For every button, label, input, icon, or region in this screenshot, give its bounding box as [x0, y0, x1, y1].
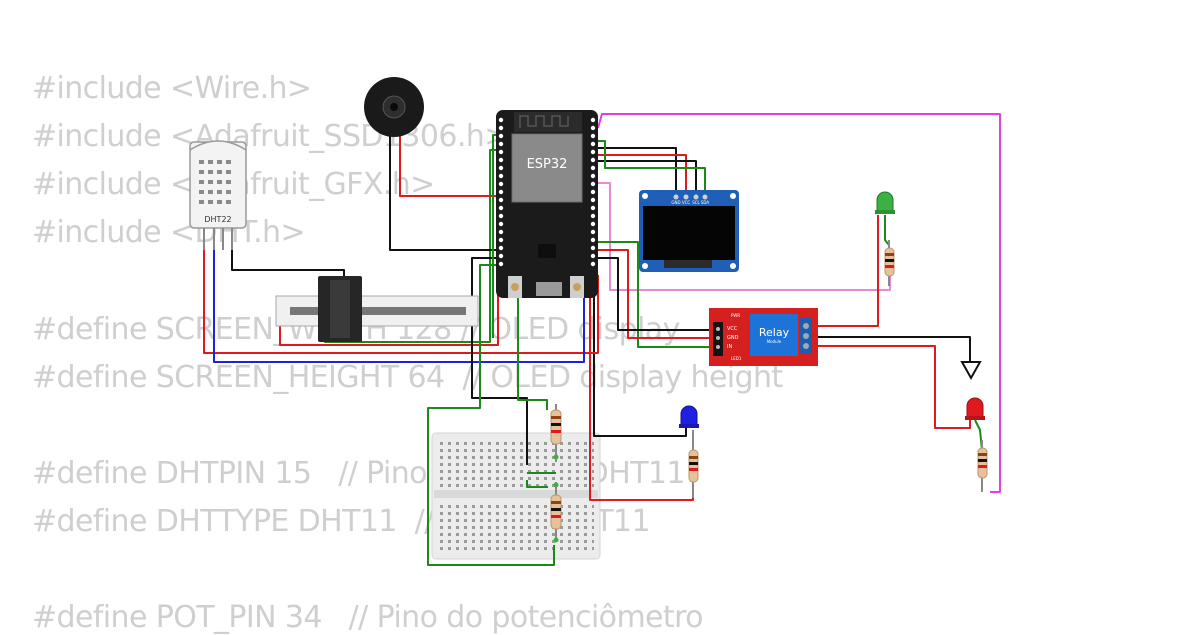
wire-red-led-lead [974, 419, 983, 451]
dht22-pins [203, 228, 233, 250]
wire-bb-black [471, 257, 528, 465]
relay-pin-vcc: VCC [727, 326, 738, 332]
wire-dht-gnd [213, 248, 585, 363]
wire-relay-out-red-led [818, 345, 971, 429]
wire-bb-green-4 [526, 480, 548, 488]
wire-relay-gnd [598, 257, 722, 331]
oled-display[interactable]: GND VCC SCL SDA [639, 190, 739, 272]
resistor-red-led[interactable] [977, 440, 988, 492]
resistor-blue-led[interactable] [688, 430, 699, 498]
wire-oled-vcc [598, 154, 687, 196]
code-line-define-potpin: #define POT_PIN 34 // Pino do potenciôme… [32, 600, 704, 635]
ground-symbol [960, 361, 982, 381]
esp32-right-pins [590, 117, 596, 267]
wire-relay-out-green-led [818, 215, 879, 327]
usb-port [536, 282, 562, 296]
wire-buzzer-gnd [389, 135, 500, 251]
oled-pin-gnd: GND [671, 200, 680, 205]
wire-dht-vcc [203, 248, 599, 354]
wire-blue-led-gnd [593, 255, 687, 437]
relay-block [750, 314, 798, 356]
relay-pin-in: IN [727, 344, 732, 350]
dht22-vent-grid [199, 160, 231, 204]
wire-buzzer-signal [399, 135, 500, 197]
wire-magenta [597, 113, 1001, 493]
oled-screen [643, 206, 735, 260]
oled-pin-sda: SDA [701, 200, 710, 205]
dht22-label: DHT22 [204, 215, 231, 224]
relay-module[interactable]: VCC GND IN PWR LED1 Relay Module [709, 308, 818, 366]
led-red[interactable] [965, 397, 985, 420]
esp32-board[interactable]: ESP32 [496, 110, 598, 298]
resistor-breadboard-bottom[interactable] [550, 482, 562, 543]
wire-bb-green-2 [427, 264, 555, 566]
code-line-define-height: #define SCREEN_HEIGHT 64 // OLED display… [32, 360, 783, 395]
code-line-include-wire: #include <Wire.h> [32, 71, 312, 106]
wire-green-led-lead [884, 215, 890, 246]
wire-relay-vcc [598, 249, 722, 339]
led-green[interactable] [875, 191, 895, 214]
wire-oled-gnd [598, 147, 677, 196]
breadboard[interactable] [431, 432, 601, 560]
esp32-left-pins [498, 117, 504, 267]
led-blue[interactable] [679, 405, 699, 428]
wire-oled-scl [598, 160, 697, 196]
relay-led-label: LED1 [731, 356, 742, 361]
wire-blue-led-signal [589, 267, 694, 501]
oled-pin-headers [673, 194, 708, 200]
resistor-green-led[interactable] [884, 240, 895, 286]
slide-potentiometer[interactable] [275, 276, 479, 342]
wire-relay-in [598, 241, 722, 348]
dht22-sensor[interactable]: DHT22 [189, 140, 247, 250]
wire-relay-gnd-out [818, 336, 971, 362]
esp32-label: ESP32 [527, 157, 568, 172]
relay-label: Relay [759, 326, 790, 339]
oled-pin-scl: SCL [692, 200, 700, 205]
wire-oled-sda [598, 140, 706, 196]
resistor-breadboard-top[interactable] [550, 404, 562, 462]
buzzer[interactable] [364, 77, 424, 137]
relay-pwr-label: PWR [731, 313, 740, 318]
relay-pin-gnd: GND [727, 335, 739, 341]
relay-sub-label: Module [767, 339, 782, 344]
oled-pin-vcc: VCC [682, 200, 691, 205]
